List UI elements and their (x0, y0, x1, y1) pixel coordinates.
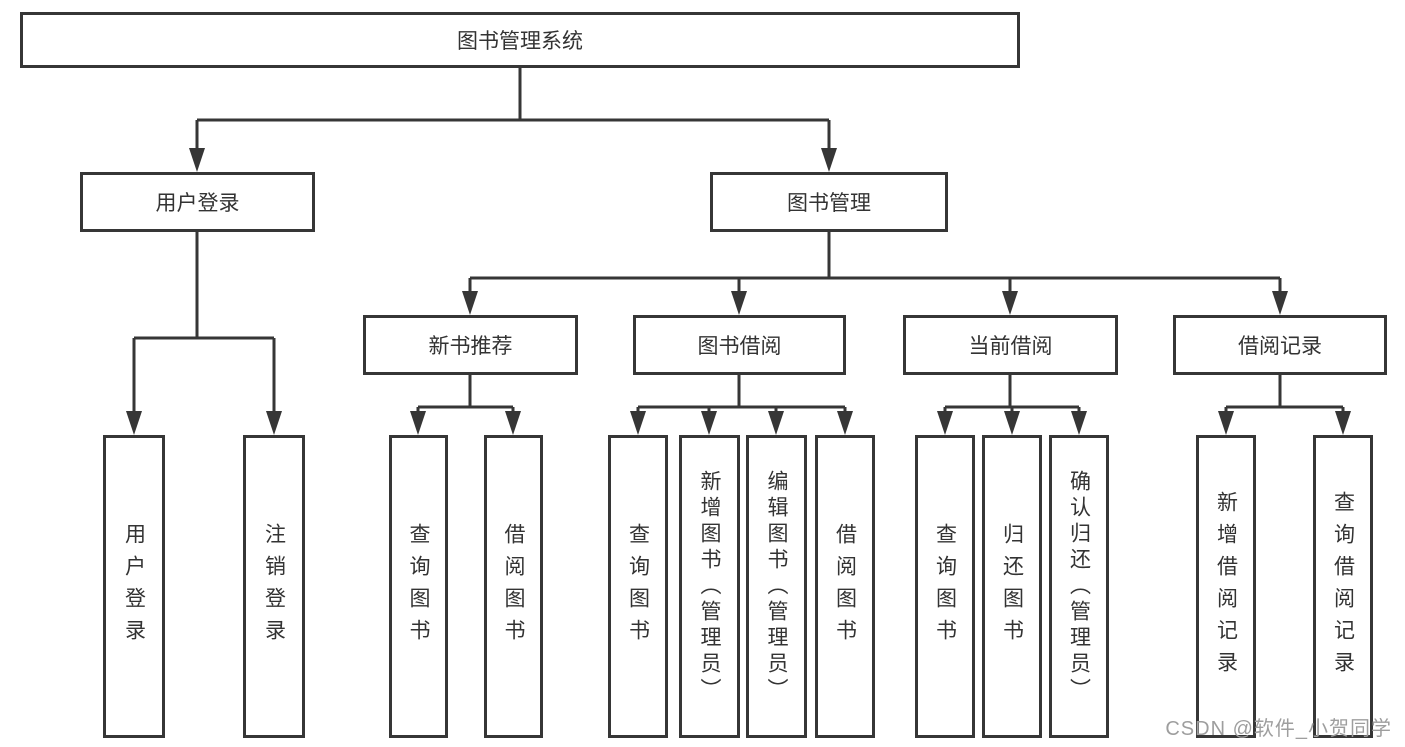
node-label: 新增图书（管理员） (698, 469, 722, 704)
node-borrow-records: 借阅记录 (1173, 315, 1387, 375)
csdn-watermark: CSDN @软件_小贺同学 (1165, 718, 1392, 740)
node-label: 查询图书 (626, 522, 650, 651)
node-leaf-logout: 注销登录 (243, 435, 305, 738)
node-label: 新增借阅记录 (1214, 490, 1238, 683)
node-leaf-confirm-return-admin: 确认归还（管理员） (1049, 435, 1109, 738)
node-leaf-edit-books-admin: 编辑图书（管理员） (746, 435, 807, 738)
node-leaf-query-books-1: 查询图书 (389, 435, 448, 738)
node-leaf-query-books-2: 查询图书 (608, 435, 668, 738)
node-leaf-query-books-3: 查询图书 (915, 435, 975, 738)
node-label: 编辑图书（管理员） (765, 469, 789, 704)
node-new-book-recommend: 新书推荐 (363, 315, 578, 375)
node-leaf-add-books-admin: 新增图书（管理员） (679, 435, 740, 738)
node-label: 借阅图书 (502, 522, 526, 651)
node-leaf-add-borrow-record: 新增借阅记录 (1196, 435, 1256, 738)
node-leaf-return-books: 归还图书 (982, 435, 1042, 738)
node-leaf-user-login: 用户登录 (103, 435, 165, 738)
node-label: 查询图书 (407, 522, 431, 651)
node-label: 归还图书 (1000, 522, 1024, 651)
node-label: 确认归还（管理员） (1067, 469, 1091, 704)
node-label: 用户登录 (122, 522, 146, 651)
arrowheads (126, 148, 1351, 435)
node-label: 借阅图书 (833, 522, 857, 651)
node-user-login: 用户登录 (80, 172, 315, 232)
node-label: 查询借阅记录 (1331, 490, 1355, 683)
node-library-management-system: 图书管理系统 (20, 12, 1020, 68)
node-leaf-borrow-books-2: 借阅图书 (815, 435, 875, 738)
node-book-borrow: 图书借阅 (633, 315, 846, 375)
node-label: 查询图书 (933, 522, 957, 651)
node-leaf-borrow-books-1: 借阅图书 (484, 435, 543, 738)
node-leaf-query-borrow-record: 查询借阅记录 (1313, 435, 1373, 738)
node-current-borrow: 当前借阅 (903, 315, 1118, 375)
node-label: 注销登录 (262, 522, 286, 651)
node-book-management: 图书管理 (710, 172, 948, 232)
